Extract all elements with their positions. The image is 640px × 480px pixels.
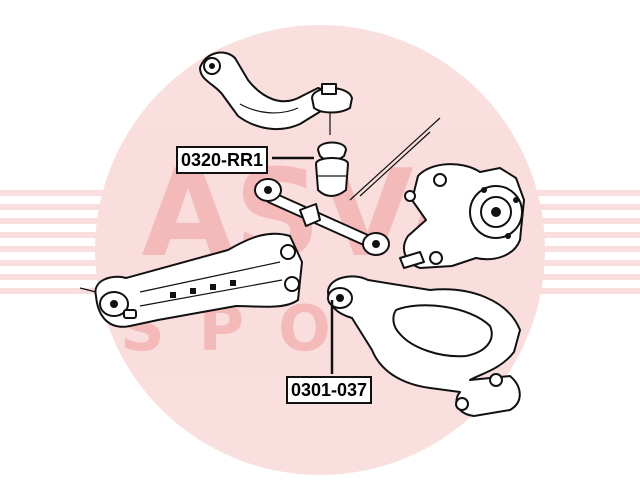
knuckle-hub [349,117,525,269]
ball-joint-assembly [311,83,353,197]
ball-joint-body [315,157,349,197]
upper-control-arm [199,51,331,131]
trailing-arm [79,232,303,328]
callout-0320-RR1[interactable]: 0320-RR1 [176,146,269,174]
callout-0301-037[interactable]: 0301-037 [286,376,373,404]
lateral-link [254,178,390,256]
lower-control-arm [327,275,521,417]
